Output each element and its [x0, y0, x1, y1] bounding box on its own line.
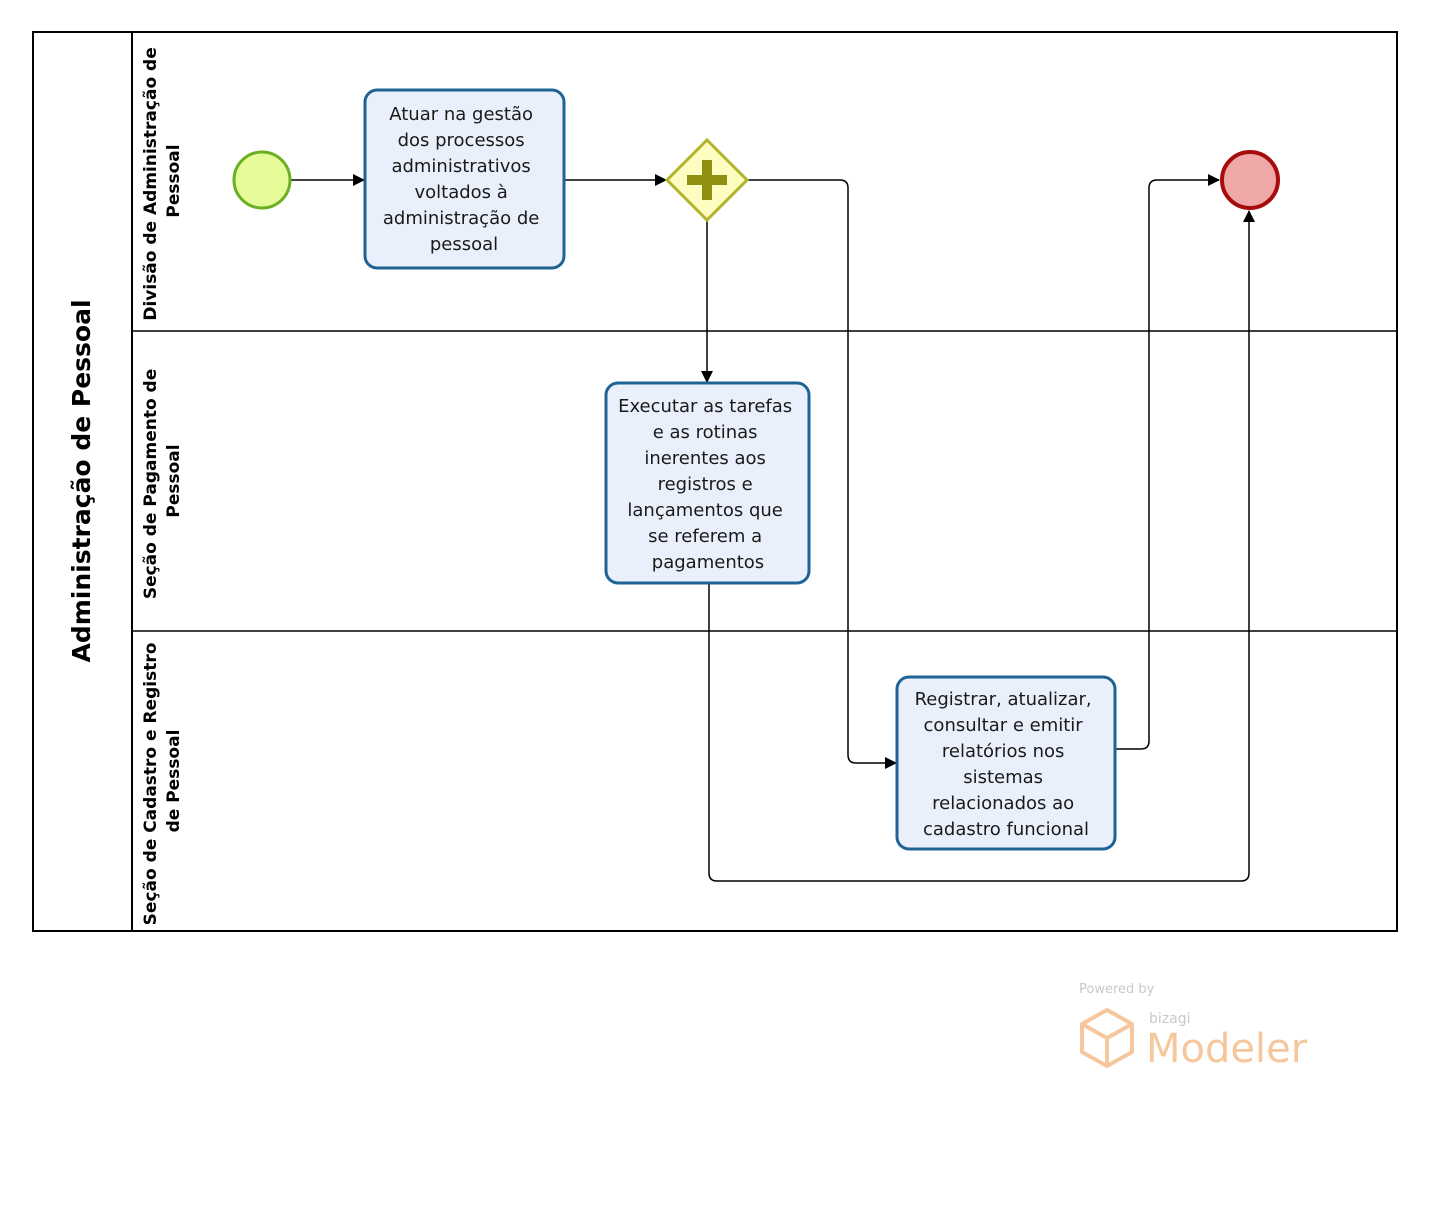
watermark: Powered by bizagi Modeler — [1079, 982, 1308, 1072]
task-pagamentos-label: Executar as tarefas e as rotinas inerent… — [618, 396, 798, 573]
task-gestao-label: Atuar na gestão dos processos administra… — [383, 104, 545, 255]
watermark-brand: bizagi — [1149, 1011, 1190, 1027]
lane-pagamento: Seção de Pagamento de Pessoal — [141, 363, 184, 599]
sequence-flows — [290, 174, 1255, 882]
task-cadastro-label: Registrar, atualizar, consultar e emitir… — [915, 689, 1098, 840]
watermark-product: Modeler — [1146, 1026, 1308, 1072]
bizagi-cube-icon — [1080, 1008, 1134, 1068]
lane-title-pagamento: Seção de Pagamento de Pessoal — [141, 363, 184, 599]
lane-title-cadastro: Seção de Cadastro e Registro de Pessoal — [141, 637, 184, 926]
flow-gateway-to-cadastro[interactable] — [748, 179, 897, 769]
task-pagamentos[interactable]: Executar as tarefas e as rotinas inerent… — [604, 381, 811, 585]
watermark-powered-by: Powered by — [1079, 982, 1155, 997]
task-cadastro[interactable]: Registrar, atualizar, consultar e emitir… — [895, 675, 1117, 851]
task-gestao[interactable]: Atuar na gestão dos processos administra… — [363, 88, 566, 270]
lane-divisao: Divisão de Administração de Pessoal — [141, 41, 184, 320]
lane-title-divisao: Divisão de Administração de Pessoal — [141, 41, 184, 320]
plus-icon — [687, 160, 727, 200]
start-event[interactable] — [232, 150, 292, 210]
pool-title: Administração de Pessoal — [67, 299, 96, 662]
parallel-gateway[interactable] — [664, 137, 750, 223]
flow-pagamentos-to-end[interactable] — [708, 210, 1255, 882]
flow-cadastro-to-end[interactable] — [1116, 174, 1220, 750]
end-event[interactable] — [1220, 150, 1280, 210]
lane-cadastro: Seção de Cadastro e Registro de Pessoal — [141, 637, 184, 926]
